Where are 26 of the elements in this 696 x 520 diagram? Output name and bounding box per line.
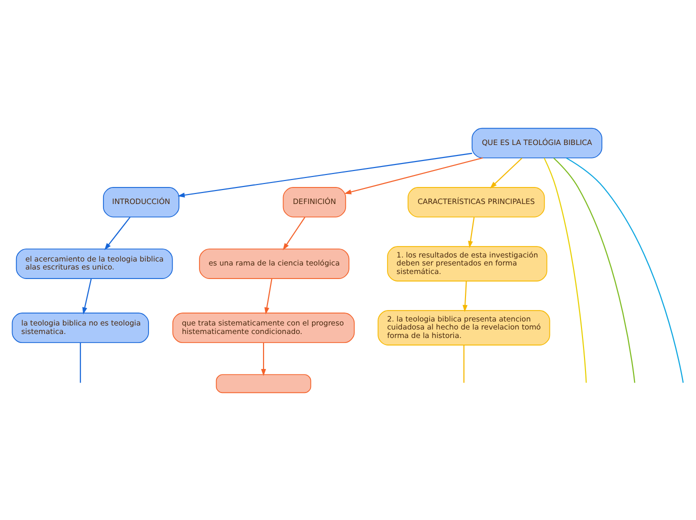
node-box: 1. los resultados de esta investigación deben ser presentados en forma sistemática. — [387, 246, 548, 281]
node-box: el acercamiento de la teologia biblica alas escrituras es unico. — [16, 248, 173, 278]
arrow — [264, 278, 272, 314]
node-box: INTRODUCCIÓN — [102, 186, 180, 217]
connector — [566, 157, 684, 382]
arrow — [462, 280, 468, 312]
arrow — [490, 157, 522, 188]
arrow — [104, 216, 130, 250]
node-box: DEFINICIÓN — [282, 186, 346, 217]
arrow — [261, 342, 266, 376]
connector — [80, 342, 81, 382]
node-box: que trata sistematicamente con el progreso histematicamente condicionado. — [172, 312, 355, 343]
node-box: la teologia biblica no es teologia sistematica. — [12, 312, 149, 343]
arrow — [344, 156, 483, 194]
connector — [553, 157, 636, 382]
node-box: CARACTERÍSTICAS PRINCIPALES — [408, 186, 545, 217]
arrow — [178, 152, 472, 198]
node-box: 2. la teologia biblica presenta atencion cuidadosa al hecho de la revelacion tomó forma de la historia. — [378, 310, 550, 345]
arrow — [82, 278, 92, 314]
node-box — [216, 374, 312, 393]
connector — [463, 344, 464, 382]
connector — [544, 157, 587, 382]
node-box: QUE ES LA TEOLÓGIA BIBLICA — [472, 127, 602, 158]
arrow — [282, 216, 306, 250]
node-box: es una rama de la ciencia teológica — [199, 248, 350, 278]
arrow — [468, 216, 475, 248]
